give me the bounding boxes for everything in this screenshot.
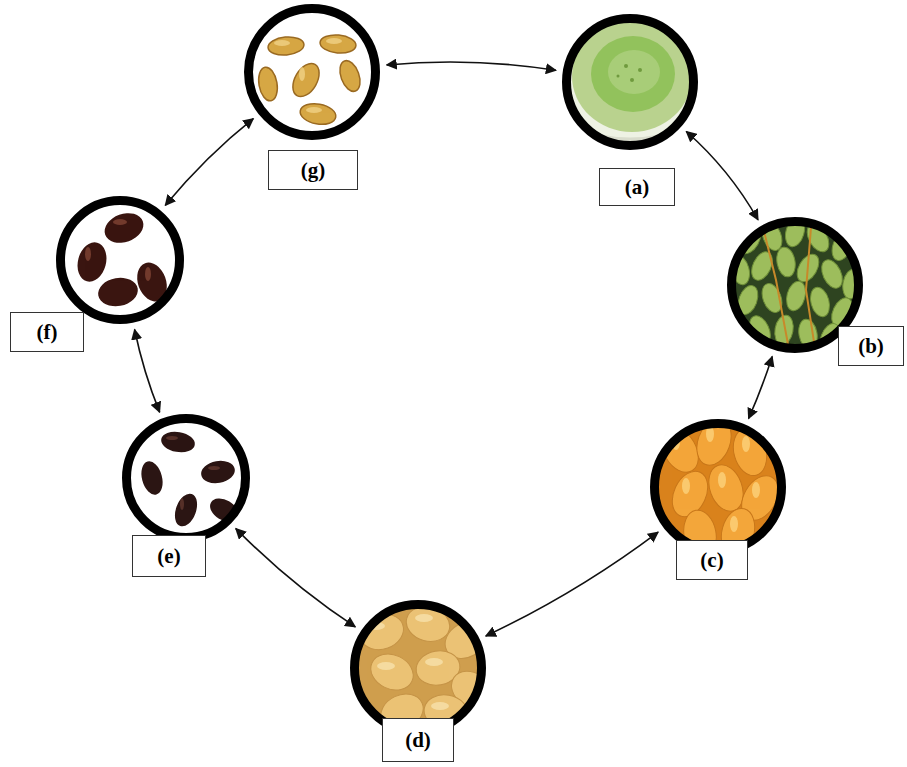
stage-label: (a)	[599, 168, 675, 206]
stage-circle: (e)	[122, 414, 250, 542]
stage-circle: (b)	[727, 217, 863, 353]
stage-c-picture	[648, 414, 788, 560]
stage-label: (c)	[676, 540, 748, 580]
stage-circle: (g)	[244, 4, 380, 140]
stage-label: (b)	[838, 326, 904, 366]
stage-label: (e)	[132, 535, 206, 577]
stage-circle: (c)	[650, 419, 786, 555]
stage-label: (d)	[382, 718, 454, 762]
stage-label: (g)	[268, 150, 358, 190]
cycle-arrow	[165, 119, 253, 206]
cycle-arrow	[486, 532, 658, 636]
stage-label: (f)	[10, 312, 84, 352]
stage-g-picture	[242, 2, 382, 142]
stage-d-picture	[348, 598, 500, 738]
stage-circle: (d)	[350, 600, 486, 736]
stage-a-picture	[560, 10, 700, 150]
cycle-arrow	[135, 330, 160, 413]
stage-e-picture	[120, 412, 252, 544]
stage-circle: (a)	[562, 14, 698, 150]
cycle-arrow	[749, 357, 773, 419]
cycle-arrow	[387, 62, 556, 70]
cycle-arrow	[236, 529, 355, 627]
stage-circle: (f)	[56, 196, 184, 324]
cycle-arrow	[686, 132, 758, 220]
stage-f-picture	[56, 196, 188, 328]
